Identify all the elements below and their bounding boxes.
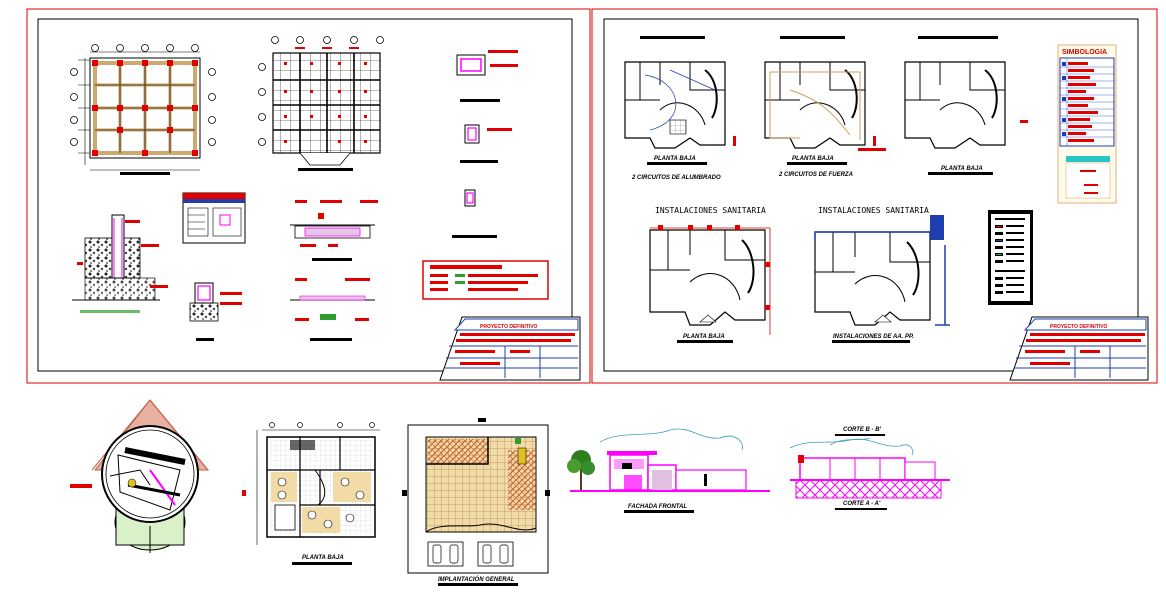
circuit-label-power: 2 CIRCUITOS DE FUERZA [778,172,853,178]
sanitary-plan-2: INSTALACIONES SANITARIA INSTALACIONES DE… [814,206,950,343]
title-block-sheet-2: PROYECTO DEFINITIVO [1009,316,1149,381]
electrical-plan-3-label: PLANTA BAJA [941,166,983,172]
column-detail [189,282,242,341]
title-box-small [182,192,246,244]
legend-symbology: SIMBOLOGIA [1057,44,1117,204]
slab-plan [258,36,384,171]
site-plan: IMPLANTACIÓN GENERAL [402,418,550,586]
section-b: CORTE B - B' CORTE A - A' [789,427,950,510]
sanitary-plan-2-label: INSTALACIONES DE AA. PP. [833,334,914,340]
sheet-2-frame [591,8,1158,384]
circuit-label-lighting: 2 CIRCUITOS DE ALUMBRADO [631,175,721,181]
reference-box [422,260,549,300]
bottom-floor-plan: PLANTA BAJA [242,422,380,565]
sheet-installations: PLANTA BAJA 2 CIRCUITOS DE ALUMBRADO PLA… [591,8,1158,384]
legend-title: SIMBOLOGIA [1062,49,1107,56]
sheet-1-inner-border [37,18,573,372]
sheet-1-frame [26,8,591,384]
wall-section [290,200,378,341]
site-plan-label: IMPLANTACIÓN GENERAL [438,576,515,583]
section-a-label: CORTE A - A' [843,501,881,507]
title-block-2-heading: PROYECTO DEFINITIVO [1050,324,1108,330]
electrical-plan-power: PLANTA BAJA 2 CIRCUITOS DE FUERZA [764,36,886,178]
sheet-structural: PROYECTO DEFINITIVO [26,8,591,384]
sheet-2-inner-border [603,18,1139,372]
foundation-plan [70,44,216,175]
electrical-plan-3: PLANTA BAJA [904,36,1028,175]
sanitary-title-1: INSTALACIONES SANITARIA [655,206,766,215]
electrical-plan-2-label: PLANTA BAJA [792,156,834,162]
title-block-sheet-1: PROYECTO DEFINITIVO [439,316,581,381]
sanitary-plan-1-label: PLANTA BAJA [683,334,725,340]
electrical-plan-1-label: PLANTA BAJA [654,156,696,162]
bottom-floor-plan-label: PLANTA BAJA [302,555,344,561]
legend-sanitary [988,210,1033,305]
front-facade: FACHADA FRONTAL [567,428,770,513]
beam-details [452,50,518,238]
electrical-plan-lighting: PLANTA BAJA 2 CIRCUITOS DE ALUMBRADO [624,36,736,181]
sanitary-plan-1: INSTALACIONES SANITARIA PLANTA BAJA [649,206,771,343]
sanitary-title-2: INSTALACIONES SANITARIA [818,206,929,215]
location-diagram [70,399,210,553]
footing-detail [72,214,168,313]
facade-label: FACHADA FRONTAL [628,504,687,510]
title-block-1-heading: PROYECTO DEFINITIVO [480,324,538,330]
section-b-label: CORTE B - B' [843,427,882,433]
